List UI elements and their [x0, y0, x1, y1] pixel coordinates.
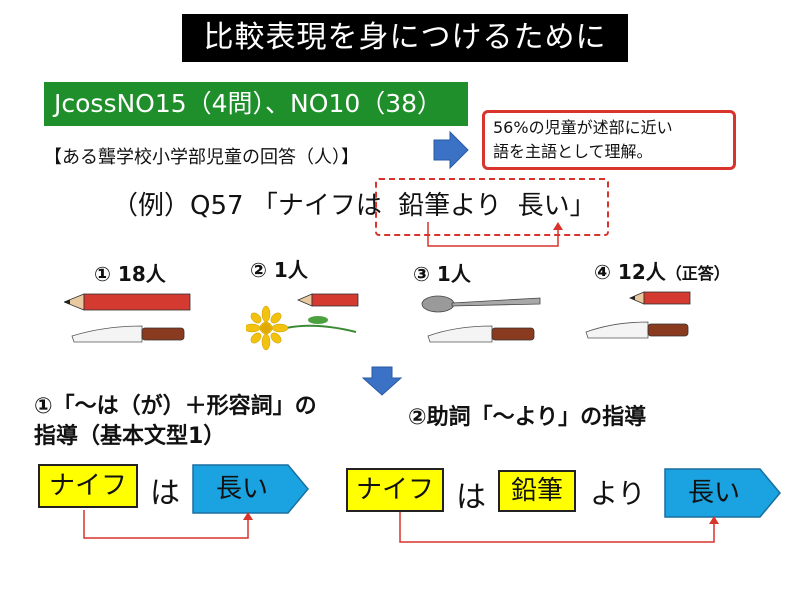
section1-heading-line1: ①「～は（が）＋形容詞」の	[34, 394, 317, 419]
option-1-label: ① 18人	[94, 262, 166, 286]
finding-note-line1: 56%の児童が述部に近い	[493, 118, 673, 137]
example-sentence: （例）Q57 「ナイフは 鉛筆より長い」	[112, 185, 596, 222]
example-suffix: 」	[569, 191, 596, 221]
section2-predicate-shape	[664, 468, 781, 518]
option-4-count: ④ 12人	[594, 260, 666, 284]
example-word-pencil: 鉛筆より	[398, 191, 502, 221]
section1-subject-box: ナイフ	[38, 464, 138, 508]
section2-subject-box: ナイフ	[346, 468, 444, 512]
section1-heading-line2: 指導（基本文型1）	[34, 424, 226, 449]
section2-comparative: より	[590, 477, 646, 510]
section2-particle: は	[456, 480, 486, 515]
option-4-correct: （正答）	[665, 264, 730, 283]
section1-predicate-arrow: 長い	[192, 464, 310, 514]
option-2-label: ② 1人	[250, 258, 308, 282]
option-2-picture	[246, 293, 359, 351]
section2-link-arrow	[399, 512, 719, 543]
page-title: 比較表現を身につけるために	[182, 14, 628, 62]
section1-predicate-text: 長い	[215, 474, 268, 504]
arrow-down-icon	[362, 366, 402, 396]
section2-predicate-arrow: 長い	[664, 468, 782, 518]
option-3-picture	[421, 295, 541, 343]
section1-predicate-shape	[192, 464, 309, 514]
option-4-label: ④ 12人（正答）	[594, 256, 730, 285]
section2-predicate-text: 長い	[687, 478, 740, 508]
section1-link-arrow	[83, 510, 253, 539]
respondents-caption: 【ある聾学校小学部児童の回答（人）】	[44, 147, 359, 168]
example-highlight-box	[375, 178, 609, 236]
section1-heading: ①「～は（が）＋形容詞」の 指導（基本文型1）	[34, 392, 317, 452]
example-link-arrow	[427, 222, 563, 247]
option-1-picture	[64, 293, 191, 343]
option-3-label: ③ 1人	[413, 262, 471, 286]
source-banner: JcossNO15（4問）、NO10（38）	[44, 82, 468, 126]
section1-particle: は	[150, 476, 180, 511]
finding-note-line2: 語を主語として理解。	[493, 142, 653, 161]
example-word-long: 長い	[517, 191, 570, 221]
arrow-right-icon	[433, 130, 469, 170]
section2-object-box: 鉛筆	[498, 470, 576, 512]
section2-heading: ②助詞「～より」の指導	[408, 405, 647, 430]
finding-note: 56%の児童が述部に近い 語を主語として理解。	[482, 110, 736, 170]
example-prefix: （例）Q57 「ナイフは	[112, 191, 391, 221]
option-4-picture	[585, 291, 691, 339]
